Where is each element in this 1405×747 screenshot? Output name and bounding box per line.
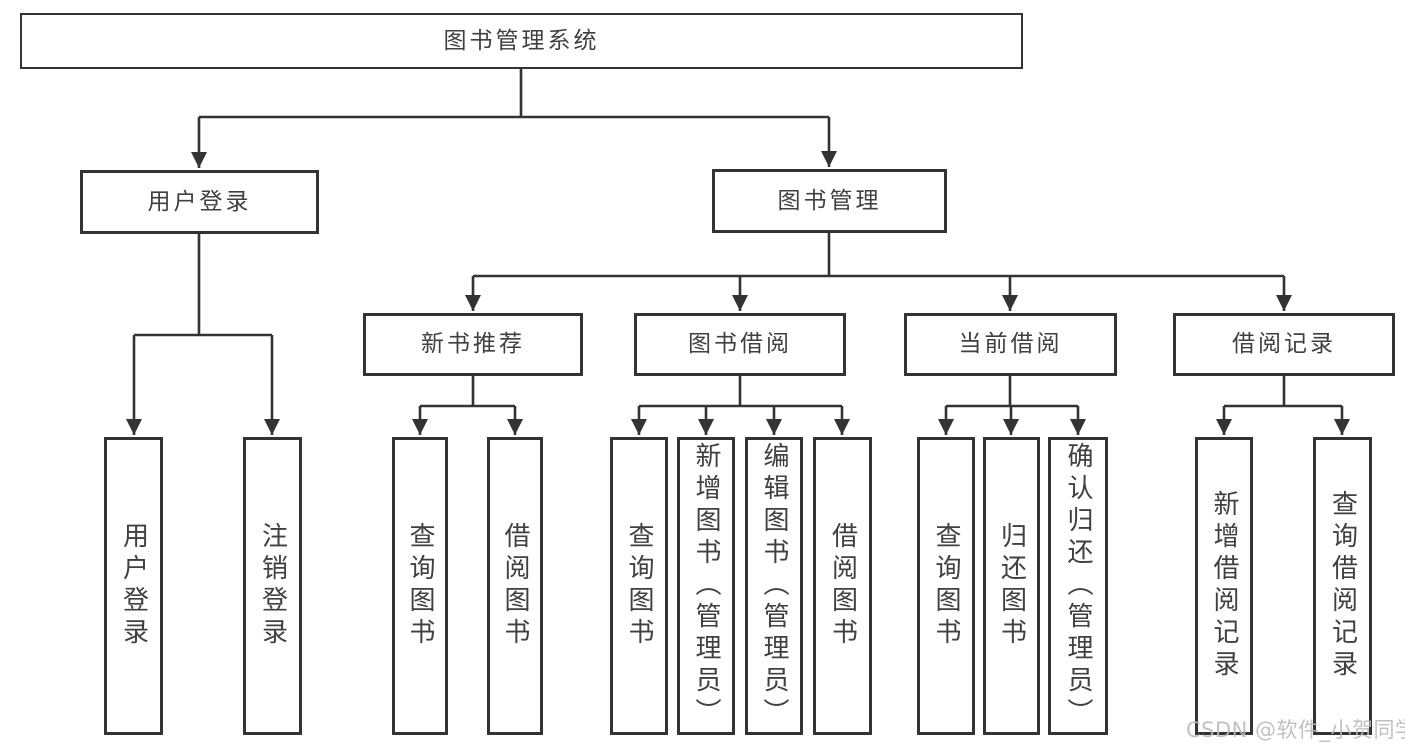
leaf-add-books-admin: 新增图书（管理员）: [677, 437, 735, 735]
leaf-logout: 注销登录: [243, 437, 302, 735]
connector-arrows: [126, 117, 1350, 435]
leaf-borrow-books-recommend: 借阅图书: [487, 437, 543, 735]
leaf-query-borrowing-record: 查询借阅记录: [1313, 437, 1372, 735]
leaf-edit-books-admin: 编辑图书（管理员）: [745, 437, 803, 735]
leaf-query-books-recommend: 查询图书: [392, 437, 448, 735]
leaf-query-books-current: 查询图书: [917, 437, 975, 735]
node-book-management: 图书管理: [712, 169, 947, 233]
node-library-management-system: 图书管理系统: [20, 13, 1023, 69]
node-borrowing-records: 借阅记录: [1173, 313, 1395, 376]
node-current-borrowing: 当前借阅: [904, 313, 1117, 376]
leaf-return-books: 归还图书: [983, 437, 1040, 735]
node-user-login: 用户登录: [80, 170, 319, 234]
leaf-add-borrowing-record: 新增借阅记录: [1195, 437, 1253, 735]
leaf-confirm-return-admin: 确认归还（管理员）: [1048, 437, 1108, 735]
connector-trunks: [134, 69, 1342, 408]
node-new-book-recommendation: 新书推荐: [363, 313, 583, 376]
leaf-borrow-books: 借阅图书: [813, 437, 872, 735]
leaf-user-login: 用户登录: [104, 437, 163, 735]
csdn-watermark: CSDN @软件_小贺同学: [1186, 718, 1405, 742]
node-book-borrowing: 图书借阅: [634, 313, 846, 376]
leaf-query-books-borrow: 查询图书: [610, 437, 668, 735]
